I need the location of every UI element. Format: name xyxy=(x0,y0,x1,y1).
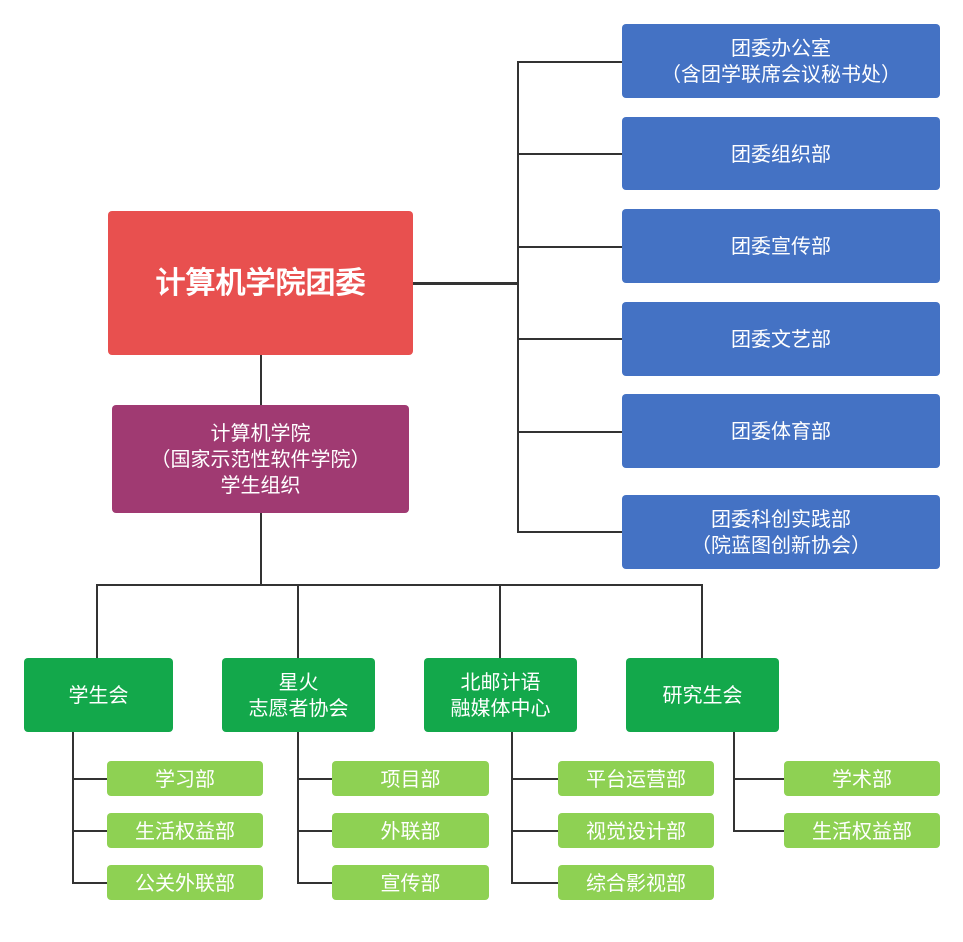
connector-sub-branch xyxy=(511,882,558,884)
league-dept-node: 团委体育部 xyxy=(622,394,940,468)
league-dept-label: （院蓝图创新协会） xyxy=(691,533,871,557)
student-org-node: 计算机学院 （国家示范性软件学院） 学生组织 xyxy=(112,405,409,513)
league-dept-node: 团委宣传部 xyxy=(622,209,940,283)
sub-dept-label: 生活权益部 xyxy=(135,818,235,843)
org-label: 学生会 xyxy=(68,683,129,707)
connector-sub-trunk xyxy=(72,732,74,884)
league-dept-label: （含团学联席会议秘书处） xyxy=(661,62,901,86)
league-dept-label: 团委科创实践部 xyxy=(711,507,851,531)
sub-dept-label: 宣传部 xyxy=(380,870,441,895)
league-dept-label: 团委办公室 xyxy=(731,36,831,60)
connector-sub-branch xyxy=(297,778,332,780)
sub-dept-label: 外联部 xyxy=(380,818,441,843)
sub-dept-node: 学习部 xyxy=(107,761,263,796)
student-org-label-line: 计算机学院 xyxy=(210,421,311,445)
connector-drop xyxy=(297,584,299,658)
sub-dept-label: 项目部 xyxy=(380,766,441,791)
connector-sub-branch xyxy=(72,830,107,832)
org-node: 研究生会 xyxy=(626,658,779,732)
org-label: 融媒体中心 xyxy=(450,696,551,720)
league-dept-node: 团委科创实践部 （院蓝图创新协会） xyxy=(622,495,940,569)
sub-dept-node: 学术部 xyxy=(784,761,940,796)
connector-bus xyxy=(96,584,703,586)
sub-dept-node: 综合影视部 xyxy=(558,865,714,900)
connector-branch xyxy=(517,153,622,155)
connector-right-trunk xyxy=(517,61,519,533)
sub-dept-node: 平台运营部 xyxy=(558,761,714,796)
connector-sub-trunk xyxy=(733,732,735,832)
connector-sub-branch xyxy=(733,778,784,780)
connector-branch xyxy=(517,338,622,340)
connector-branch xyxy=(517,431,622,433)
org-node: 星火 志愿者协会 xyxy=(222,658,375,732)
sub-dept-node: 宣传部 xyxy=(332,865,489,900)
league-dept-label: 团委文艺部 xyxy=(731,327,831,351)
connector-root-to-trunk xyxy=(413,282,519,285)
sub-dept-label: 学习部 xyxy=(155,766,215,791)
sub-dept-label: 视觉设计部 xyxy=(586,818,686,843)
sub-dept-node: 项目部 xyxy=(332,761,489,796)
sub-dept-label: 生活权益部 xyxy=(812,818,912,843)
connector-sub-branch xyxy=(733,830,784,832)
root-node: 计算机学院团委 xyxy=(108,211,413,355)
root-label: 计算机学院团委 xyxy=(155,265,366,301)
sub-dept-node: 公关外联部 xyxy=(107,865,263,900)
org-node: 学生会 xyxy=(24,658,173,732)
sub-dept-node: 视觉设计部 xyxy=(558,813,714,848)
connector-sub-branch xyxy=(72,882,107,884)
connector-drop xyxy=(499,584,501,658)
league-dept-label: 团委体育部 xyxy=(731,419,831,443)
sub-dept-label: 平台运营部 xyxy=(586,766,686,791)
connector-sub-branch xyxy=(511,830,558,832)
league-dept-node: 团委办公室 （含团学联席会议秘书处） xyxy=(622,24,940,98)
org-label: 星火 xyxy=(278,670,319,694)
sub-dept-node: 生活权益部 xyxy=(107,813,263,848)
connector-drop xyxy=(701,584,703,658)
sub-dept-label: 学术部 xyxy=(832,766,892,791)
league-dept-label: 团委宣传部 xyxy=(731,234,831,258)
connector-branch xyxy=(517,61,622,63)
connector-sub-trunk xyxy=(297,732,299,884)
connector-student-org-to-bus xyxy=(260,513,262,586)
connector-sub-trunk xyxy=(511,732,513,884)
student-org-label-line: 学生组织 xyxy=(220,473,301,497)
league-dept-node: 团委文艺部 xyxy=(622,302,940,376)
connector-branch xyxy=(517,531,622,533)
student-org-label-line: （国家示范性软件学院） xyxy=(150,447,371,471)
league-dept-node: 团委组织部 xyxy=(622,117,940,190)
connector-root-to-student-org xyxy=(260,355,262,405)
org-label: 志愿者协会 xyxy=(248,696,349,720)
connector-drop xyxy=(96,584,98,658)
connector-sub-branch xyxy=(297,882,332,884)
sub-dept-label: 综合影视部 xyxy=(586,870,686,895)
connector-sub-branch xyxy=(297,830,332,832)
org-node: 北邮计语 融媒体中心 xyxy=(424,658,577,732)
org-label: 北邮计语 xyxy=(460,670,541,694)
league-dept-label: 团委组织部 xyxy=(731,141,831,166)
connector-sub-branch xyxy=(511,778,558,780)
org-label: 研究生会 xyxy=(662,683,743,707)
sub-dept-label: 公关外联部 xyxy=(135,870,235,895)
connector-branch xyxy=(517,246,622,248)
sub-dept-node: 生活权益部 xyxy=(784,813,940,848)
sub-dept-node: 外联部 xyxy=(332,813,489,848)
connector-sub-branch xyxy=(72,778,107,780)
